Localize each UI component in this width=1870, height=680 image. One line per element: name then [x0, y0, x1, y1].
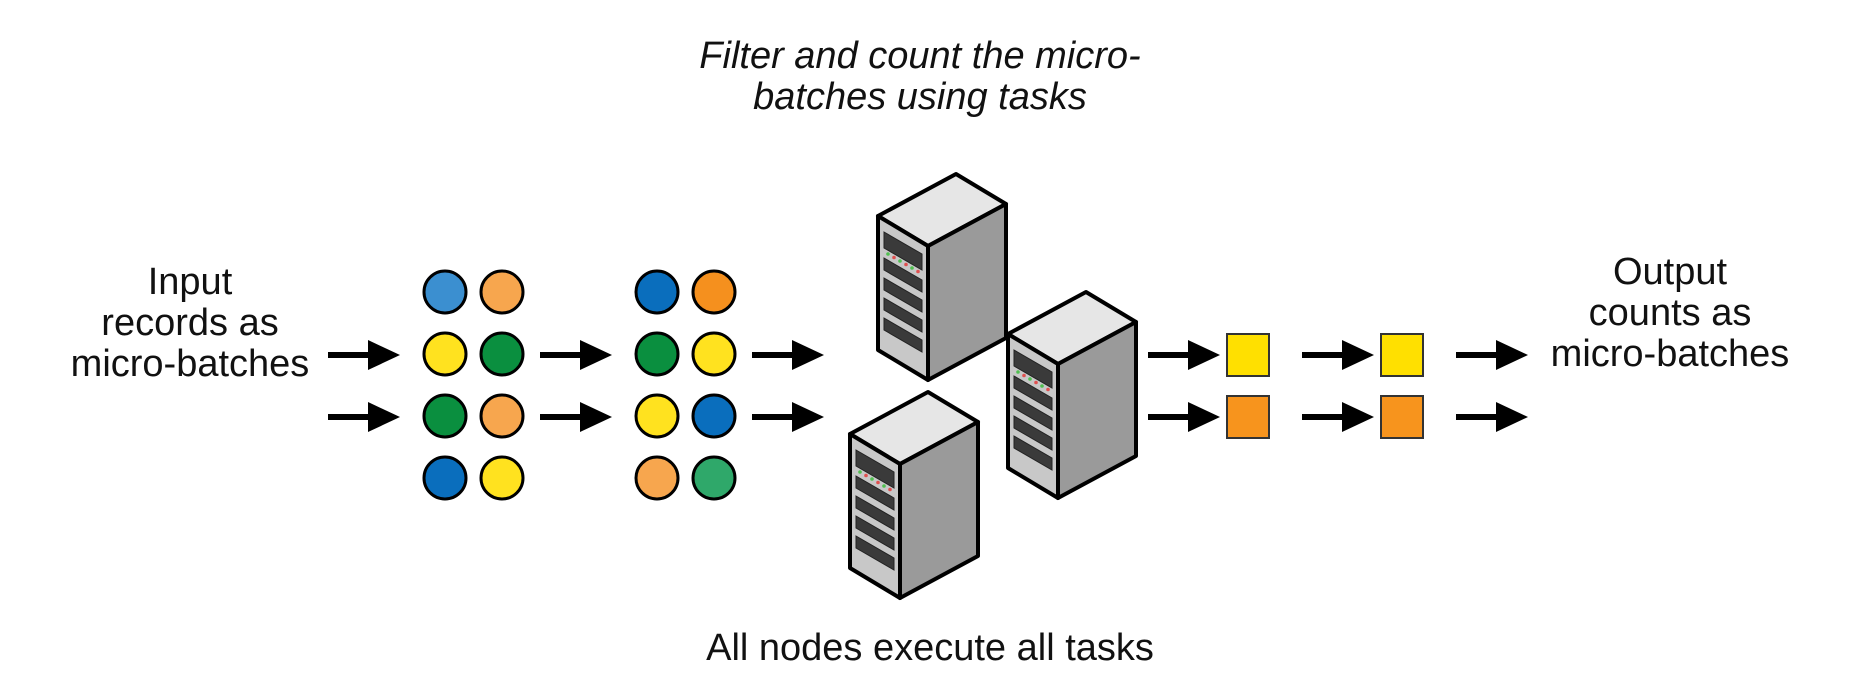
filtered-batch-grid: [634, 269, 737, 501]
count-square-icon: [1380, 333, 1424, 377]
record-dot-icon: [422, 269, 468, 315]
count-square-icon: [1226, 333, 1270, 377]
output-label-line-2: counts as: [1588, 292, 1752, 335]
diagram-title-line-2: batches using tasks: [753, 76, 1087, 119]
record-dot-icon: [422, 455, 468, 501]
arrow-right-icon: [752, 340, 824, 370]
record-dot-icon: [479, 455, 525, 501]
input-label: Input records as micro-batches: [40, 261, 340, 386]
input-batch-grid: [422, 269, 525, 501]
record-dot-icon: [634, 455, 680, 501]
server-icon: [876, 172, 1008, 382]
record-dot-icon: [691, 455, 737, 501]
arrow-right-icon: [328, 340, 400, 370]
diagram-title-line-1: Filter and count the micro-: [699, 35, 1141, 77]
count-square-icon: [1226, 395, 1270, 439]
server-icon: [848, 390, 980, 600]
output-label-line-1: Output: [1612, 251, 1728, 293]
arrow-right-icon: [1456, 402, 1528, 432]
arrow-right-icon: [540, 402, 612, 432]
record-dot-icon: [479, 269, 525, 315]
output-label: Output counts as micro-batches: [1530, 251, 1810, 376]
record-dot-icon: [691, 269, 737, 315]
record-dot-icon: [634, 269, 680, 315]
diagram-title: Filter and count the micro- batches usin…: [640, 35, 1200, 119]
server-icon: [1006, 290, 1138, 500]
record-dot-icon: [479, 393, 525, 439]
arrow-right-icon: [1456, 340, 1528, 370]
input-label-line-2: records as: [101, 302, 279, 345]
arrow-right-icon: [328, 402, 400, 432]
record-dot-icon: [422, 331, 468, 377]
input-label-line-3: micro-batches: [70, 343, 310, 386]
arrow-right-icon: [540, 340, 612, 370]
arrow-right-icon: [1302, 340, 1374, 370]
diagram-caption: All nodes execute all tasks: [706, 627, 1154, 669]
record-dot-icon: [691, 393, 737, 439]
count-square-icon: [1380, 395, 1424, 439]
input-label-line-1: Input: [147, 261, 233, 303]
record-dot-icon: [691, 331, 737, 377]
record-dot-icon: [634, 393, 680, 439]
record-dot-icon: [479, 331, 525, 377]
arrow-right-icon: [1302, 402, 1374, 432]
record-dot-icon: [422, 393, 468, 439]
record-dot-icon: [634, 331, 680, 377]
arrow-right-icon: [1148, 402, 1220, 432]
arrow-right-icon: [1148, 340, 1220, 370]
output-label-line-3: micro-batches: [1550, 333, 1790, 376]
arrow-right-icon: [752, 402, 824, 432]
